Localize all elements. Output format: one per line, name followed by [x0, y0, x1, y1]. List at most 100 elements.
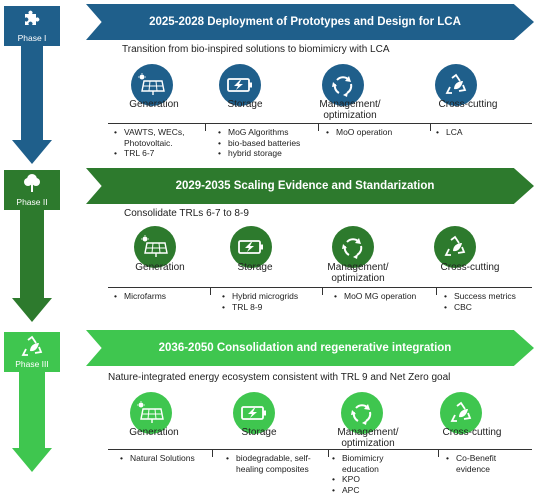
category-label: Management/optimization	[327, 262, 389, 284]
bullet-list: MoO operation	[326, 127, 392, 138]
timeline-arrowhead	[12, 448, 52, 472]
solar-panel-icon	[138, 73, 166, 97]
bullet-item: TRL 6-7	[114, 148, 184, 159]
puzzle-icon	[22, 8, 42, 33]
column-divider	[328, 449, 329, 457]
bullet-item: healing composites	[236, 463, 309, 474]
bullet-list: BiomimicryeducationKPOAPC	[332, 453, 384, 495]
bullet-list: VAWTS, WECs,Photovoltaic.TRL 6-7	[114, 127, 184, 159]
column-divider	[436, 287, 437, 295]
bullet-item: Biomimicry	[332, 453, 384, 464]
bullet-list: LCA	[436, 127, 463, 138]
timeline-arrowhead	[12, 298, 52, 322]
category-badge	[131, 64, 173, 106]
column-divider	[212, 449, 213, 457]
bullet-item: hybrid storage	[218, 148, 300, 159]
category-badge	[219, 64, 261, 106]
category-divider	[108, 287, 532, 288]
phase-label: Phase III	[15, 359, 49, 369]
category-badge	[341, 392, 383, 434]
tree-icon	[21, 172, 43, 199]
category-label: Management/optimization	[319, 99, 381, 121]
cycle-arrows-icon	[349, 400, 375, 426]
category-label: Storage	[237, 262, 273, 273]
cycle-arrows-icon	[330, 72, 356, 98]
battery-icon	[237, 237, 265, 257]
bullet-item: education	[342, 463, 379, 474]
category-badge	[322, 64, 364, 106]
bullet-item: MoO MG operation	[334, 291, 416, 302]
timeline-arrow-shaft	[20, 206, 44, 298]
bullet-list: Hybrid microgridsTRL 8-9	[222, 291, 298, 312]
category-label: Storage	[227, 99, 263, 110]
column-divider	[438, 449, 439, 457]
bullet-item: TRL 8-9	[222, 302, 298, 313]
bullet-item: Photovoltaic.	[124, 137, 173, 148]
bullet-item: Microfarms	[114, 291, 166, 302]
column-divider	[322, 287, 323, 295]
bullet-item: evidence	[456, 463, 491, 474]
cycle-arrows-icon	[340, 234, 366, 260]
bullet-list: biodegradable, self-healing composites	[226, 453, 311, 474]
timeline-arrow-shaft	[19, 370, 45, 448]
column-divider	[318, 123, 319, 131]
bullet-item: KPO	[332, 474, 384, 485]
battery-icon	[226, 75, 254, 95]
category-divider	[108, 123, 532, 124]
category-label: Management/optimization	[337, 427, 399, 449]
recycle-leaf-icon	[448, 400, 474, 426]
bullet-list: Success metricsCBC	[444, 291, 516, 312]
bullet-item: MoO operation	[326, 127, 392, 138]
category-badge	[134, 226, 176, 268]
category-badge	[332, 226, 374, 268]
bullet-item: Co-Benefit	[446, 453, 496, 464]
phase-label: Phase I	[17, 33, 47, 43]
phase-badge: Phase III	[4, 332, 60, 372]
bullet-item: Success metrics	[444, 291, 516, 302]
bullet-list: Natural Solutions	[120, 453, 195, 464]
phase-badge: Phase I	[4, 6, 60, 46]
category-label: Generation	[135, 262, 185, 273]
column-divider	[210, 287, 211, 295]
category-label: Cross-cutting	[438, 99, 498, 110]
phase-banner: 2029-2035 Scaling Evidence and Standariz…	[86, 168, 534, 204]
recycle-leaf-icon	[443, 72, 469, 98]
bullet-item: VAWTS, WECs,	[114, 127, 184, 138]
battery-icon	[240, 403, 268, 423]
category-badge	[230, 226, 272, 268]
column-divider	[205, 123, 206, 131]
category-label: Cross-cutting	[440, 262, 500, 273]
bullet-item: biodegradable, self-	[226, 453, 311, 464]
solar-panel-icon	[141, 235, 169, 259]
category-divider	[108, 449, 532, 450]
bullet-item: APC	[332, 485, 384, 496]
recycle-leaf-icon	[19, 334, 45, 365]
category-badge	[233, 392, 275, 434]
phase-intro: Nature-integrated energy ecosystem consi…	[108, 372, 451, 383]
category-badge	[434, 226, 476, 268]
bullet-item: Natural Solutions	[120, 453, 195, 464]
timeline-arrow-shaft	[21, 40, 43, 140]
phase-intro: Transition from bio-inspired solutions t…	[122, 44, 390, 55]
bullet-list: MoG Algorithmsbio-based batterieshybrid …	[218, 127, 300, 159]
category-badge	[130, 392, 172, 434]
bullet-list: MoO MG operation	[334, 291, 416, 302]
bullet-list: Microfarms	[114, 291, 166, 302]
phase-label: Phase II	[16, 197, 48, 207]
solar-panel-icon	[137, 401, 165, 425]
category-badge	[440, 392, 482, 434]
category-label: Cross-cutting	[442, 427, 502, 438]
bullet-item: MoG Algorithms	[218, 127, 300, 138]
category-label: Generation	[129, 99, 179, 110]
column-divider	[430, 123, 431, 131]
timeline-arrowhead	[12, 140, 52, 164]
phase-badge: Phase II	[4, 170, 60, 210]
bullet-item: LCA	[436, 127, 463, 138]
category-label: Storage	[241, 427, 277, 438]
phase-banner: 2036-2050 Consolidation and regenerative…	[86, 330, 534, 366]
bullet-item: CBC	[444, 302, 516, 313]
category-badge	[435, 64, 477, 106]
bullet-item: Hybrid microgrids	[222, 291, 298, 302]
category-label: Generation	[129, 427, 179, 438]
